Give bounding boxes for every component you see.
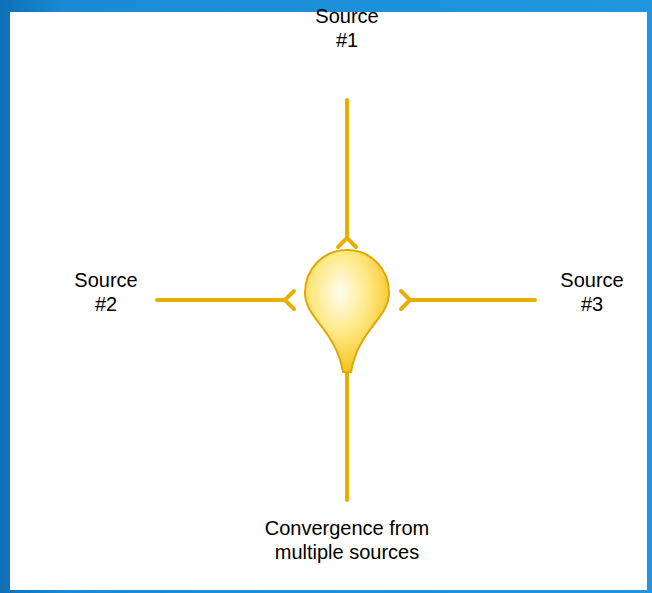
synaptic-terminal [338,238,356,247]
source-label: Source #2 [69,268,143,316]
output-axon [345,365,349,500]
figure-caption: Convergence from multiple sources [257,516,437,564]
synaptic-terminal [401,291,410,309]
input-axon [345,100,349,238]
source-label: Source #1 [310,4,384,52]
white-panel [10,12,647,590]
input-axon [157,298,285,302]
input-axon [410,298,535,302]
source-label: Source #3 [555,268,629,316]
synaptic-terminal [285,291,294,309]
neuron-soma [305,250,389,372]
